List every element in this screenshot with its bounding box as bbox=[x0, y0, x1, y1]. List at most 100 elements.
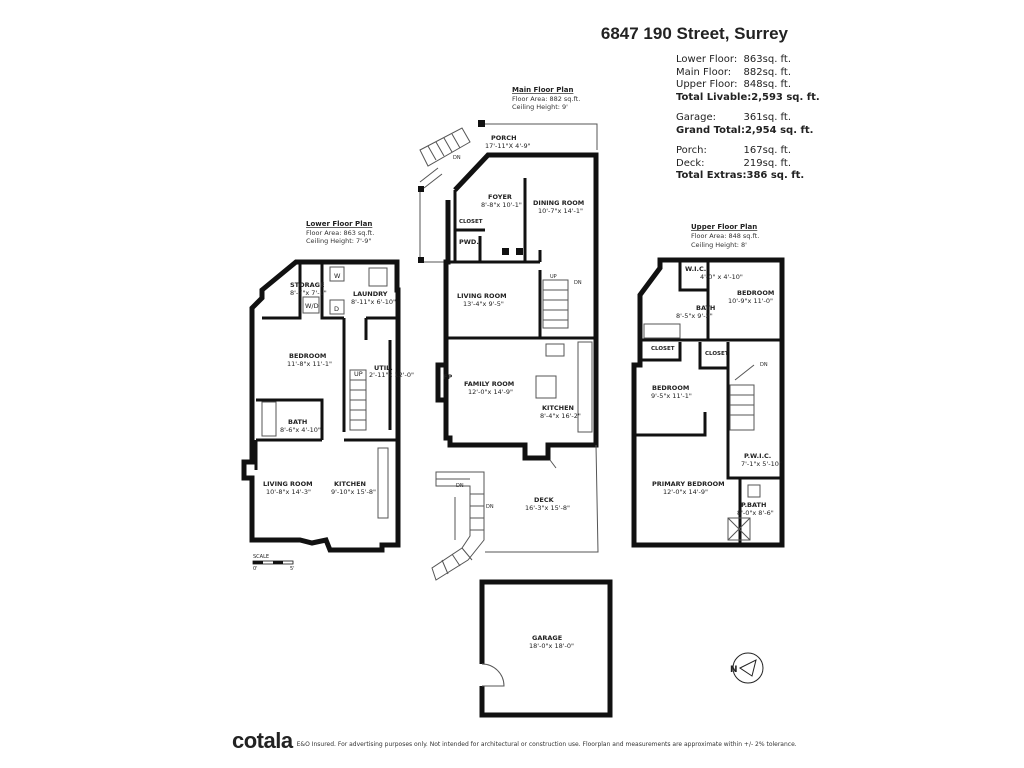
garage-plan: GARAGE 18'-0"x 18'-0" bbox=[479, 579, 613, 718]
scale-bar: SCALE 0' 5' bbox=[252, 554, 295, 572]
summary-deck: Deck:219sq. ft. bbox=[676, 157, 791, 169]
summary-grand-total: Grand Total:2,954 sq. ft. bbox=[676, 124, 814, 136]
deck-stairs-dn-2: DN bbox=[486, 504, 494, 510]
porch-label: PORCH bbox=[491, 134, 517, 142]
main-floor-plan: Main Floor Plan Floor Area: 882 sq.ft. C… bbox=[418, 86, 599, 581]
washer-box bbox=[329, 266, 345, 282]
upper-floor-title: Upper Floor Plan bbox=[691, 223, 757, 231]
deck-stairs-dn-1: DN bbox=[456, 483, 464, 489]
lower-floor-plan: Lower Floor Plan Floor Area: 863 sq.ft. … bbox=[241, 220, 414, 572]
lower-floor-title: Lower Floor Plan bbox=[306, 220, 372, 228]
main-foyer-wall bbox=[448, 178, 542, 264]
lower-kitchen-counter bbox=[377, 447, 389, 519]
upper-floor-area: Floor Area: 848 sq.ft. bbox=[691, 232, 759, 240]
main-kitchen-label: KITCHEN bbox=[542, 404, 574, 412]
main-living-dim: 13'-4"x 9'-5" bbox=[463, 300, 504, 308]
upper-stairs bbox=[729, 364, 755, 431]
wd-label: W/D bbox=[305, 302, 319, 310]
deck-label: DECK bbox=[534, 496, 555, 504]
upper-bed2-wall bbox=[634, 412, 707, 437]
scale-end: 5' bbox=[290, 566, 295, 572]
main-exterior-wall bbox=[435, 152, 599, 461]
laundry-sink-box bbox=[368, 267, 388, 287]
kitchen-island bbox=[535, 375, 557, 399]
dryer-box bbox=[329, 299, 345, 315]
upper-tub bbox=[643, 323, 681, 339]
upper-bath-dim: 8'-5"x 9'-2" bbox=[676, 312, 713, 320]
scale-label: SCALE bbox=[253, 554, 269, 560]
lower-storage-dim: 8'-7"x 7'-1" bbox=[290, 289, 327, 297]
upper-pwic-wall bbox=[726, 368, 782, 545]
lower-kitchen-dim: 9'-10"x 15'-8" bbox=[331, 488, 376, 496]
lower-bath-label: BATH bbox=[288, 418, 307, 426]
washer-label: W bbox=[334, 272, 341, 280]
main-floor-title: Main Floor Plan bbox=[512, 86, 573, 94]
lower-kitchen-label: KITCHEN bbox=[334, 480, 366, 488]
upper-stairs-dn: DN bbox=[760, 362, 768, 368]
lower-exterior-wall bbox=[241, 259, 401, 553]
property-title: 6847 190 Street, Surrey bbox=[600, 24, 788, 43]
lower-laundry-label: LAUNDRY bbox=[353, 290, 388, 298]
summary-total-extras: Total Extras:386 sq. ft. bbox=[676, 170, 805, 181]
lower-bedroom-dim: 11'-8"x 11'-1" bbox=[287, 360, 332, 368]
pwic-label: P.W.I.C. bbox=[744, 452, 771, 460]
lower-storage-label: STORAGE bbox=[290, 281, 324, 289]
primary-bedroom-dim: 12'-0"x 14'-9" bbox=[663, 488, 708, 496]
summary-upper-floor: Upper Floor:848sq. ft. bbox=[676, 79, 791, 90]
deck-outline bbox=[485, 444, 599, 553]
summary-porch: Porch:167sq. ft. bbox=[676, 145, 791, 156]
upper-bedroom1-dim: 10'-9"x 11'-0" bbox=[728, 297, 773, 305]
wd-box bbox=[302, 296, 320, 314]
main-closet-wall bbox=[455, 228, 485, 262]
lower-tub bbox=[261, 401, 277, 437]
main-floor-area: Floor Area: 882 sq.ft. bbox=[512, 95, 580, 103]
wic-dim: 4'-0" x 4'-10" bbox=[700, 273, 743, 281]
family-label: FAMILY ROOM bbox=[464, 380, 514, 388]
garage-wall bbox=[479, 579, 613, 718]
main-living-label: LIVING ROOM bbox=[457, 292, 507, 300]
pbath-sink bbox=[747, 484, 761, 498]
deck-stairs bbox=[431, 471, 485, 581]
lower-up-label: UP bbox=[354, 370, 363, 378]
pwic-dim: 7'-1"x 5'-10" bbox=[741, 460, 782, 468]
dining-dim: 10'-7"x 14'-1" bbox=[538, 207, 583, 215]
lower-floor-area: Floor Area: 863 sq.ft. bbox=[306, 229, 374, 237]
lower-bedroom-label: BEDROOM bbox=[289, 352, 326, 360]
pbath-label: P.BATH bbox=[741, 501, 766, 509]
summary-garage: Garage:361sq. ft. bbox=[676, 112, 791, 123]
lower-living-label: LIVING ROOM bbox=[263, 480, 313, 488]
lower-bath-wall bbox=[256, 398, 324, 442]
upper-exterior-wall bbox=[631, 257, 785, 548]
dryer-label: D bbox=[334, 305, 339, 313]
svg-text:N: N bbox=[730, 665, 738, 675]
disclaimer-text: E&O Insured. For advertising purposes on… bbox=[296, 740, 797, 748]
lower-stairs bbox=[349, 369, 367, 431]
upper-bedroom1-label: BEDROOM bbox=[737, 289, 774, 297]
porch-stairs bbox=[419, 127, 471, 167]
pwd-label: PWD. bbox=[459, 238, 479, 246]
garage-label: GARAGE bbox=[532, 634, 562, 642]
fp-label: FP bbox=[443, 373, 452, 381]
pbath-shower bbox=[727, 517, 751, 541]
deck-dim: 16'-3"x 15'-8" bbox=[525, 504, 570, 512]
dining-label: DINING ROOM bbox=[533, 199, 584, 207]
upper-bath-wall bbox=[640, 290, 782, 342]
upper-bedroom2-label: BEDROOM bbox=[652, 384, 689, 392]
lower-laundry-dim: 8'-11"x 6'-10" bbox=[351, 298, 396, 306]
lower-living-wall bbox=[254, 438, 397, 470]
wic-label: W.I.C. bbox=[685, 265, 706, 273]
summary-total-livable: Total Livable:2,593 sq. ft. bbox=[676, 91, 820, 103]
upper-closet1-label: CLOSET bbox=[651, 346, 675, 352]
lower-bath-dim: 8'-6"x 4'-10" bbox=[280, 426, 321, 434]
main-sink bbox=[545, 343, 565, 357]
foyer-label: FOYER bbox=[488, 193, 512, 201]
main-stairs bbox=[542, 279, 569, 329]
main-kitchen-counter bbox=[577, 341, 593, 433]
lower-laundry-wall bbox=[320, 262, 397, 320]
lower-storage-wall bbox=[262, 262, 302, 320]
upper-floor-plan: Upper Floor Plan Floor Area: 848 sq.ft. … bbox=[631, 223, 785, 548]
lower-util-wall bbox=[342, 318, 392, 432]
scale-start: 0' bbox=[253, 566, 258, 572]
summary-lower-floor: Lower Floor:863sq. ft. bbox=[676, 54, 791, 65]
